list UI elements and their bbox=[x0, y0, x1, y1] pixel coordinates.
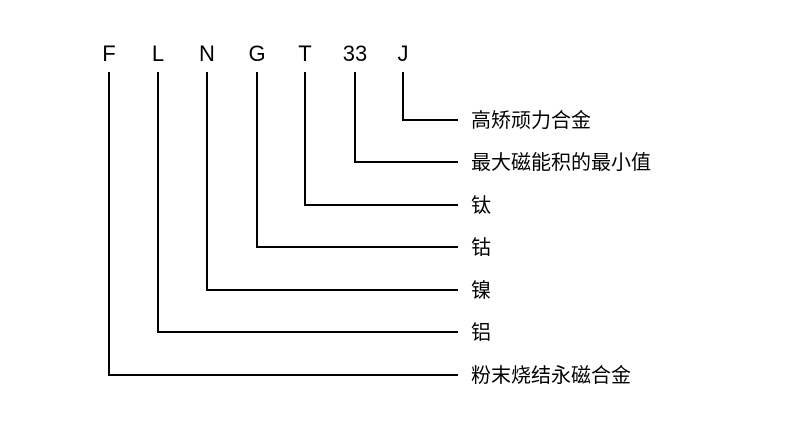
leader-line-33 bbox=[354, 72, 458, 163]
code-symbol-33: 33 bbox=[343, 41, 367, 66]
leader-line-j bbox=[402, 72, 458, 121]
code-symbol-t: T bbox=[298, 41, 311, 66]
code-symbol-j: J bbox=[398, 41, 409, 66]
code-symbol-l: L bbox=[152, 41, 164, 66]
meaning-label-f: 粉末烧结永磁合金 bbox=[471, 363, 631, 387]
meaning-label-n: 镍 bbox=[471, 278, 491, 302]
code-symbol-g: G bbox=[248, 41, 265, 66]
meaning-label-j: 高矫顽力合金 bbox=[471, 108, 591, 132]
code-symbol-f: F bbox=[102, 41, 115, 66]
leader-line-l bbox=[157, 72, 458, 333]
meaning-label-t: 钛 bbox=[471, 193, 491, 217]
meaning-label-33: 最大磁能积的最小值 bbox=[471, 150, 651, 174]
leader-line-g bbox=[256, 72, 458, 248]
leader-line-t bbox=[304, 72, 458, 206]
leader-line-f bbox=[108, 72, 458, 376]
code-symbol-n: N bbox=[199, 41, 215, 66]
leader-line-n bbox=[206, 72, 458, 291]
meaning-label-g: 钴 bbox=[471, 235, 491, 259]
meaning-label-l: 铝 bbox=[471, 320, 491, 344]
